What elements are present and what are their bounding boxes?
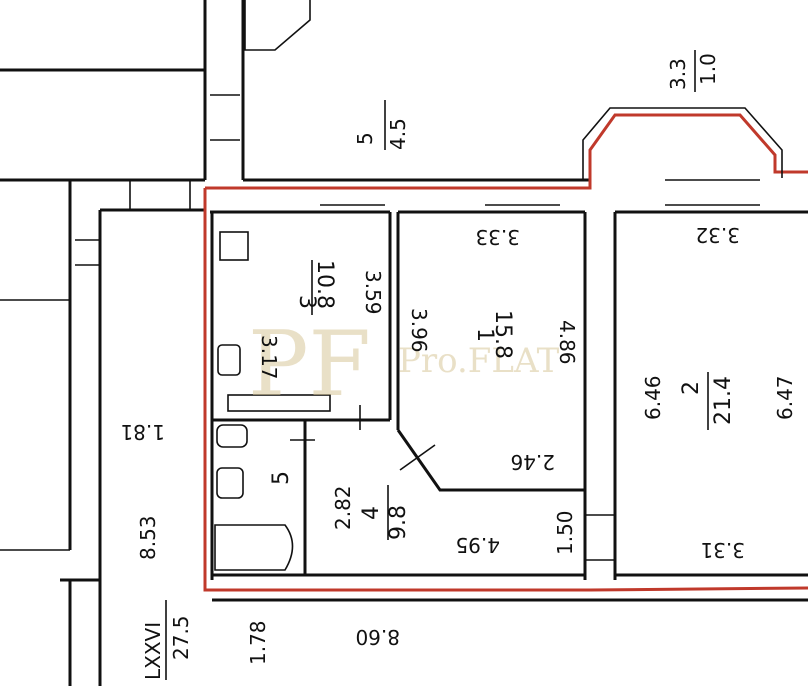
dim-r1-h2: 4.86 <box>555 320 579 365</box>
room-1-area: 15.8 <box>490 310 515 359</box>
dim-r1-h: 3.96 <box>407 308 431 353</box>
dim-top-b: 4.5 <box>386 118 410 150</box>
room-4-area: 9.8 <box>386 505 411 540</box>
dim-top-c: 3.3 <box>666 58 690 90</box>
dim-r4-side: 1.50 <box>553 510 577 555</box>
bathtub-icon <box>214 524 294 571</box>
room-3-area: 10.8 <box>312 260 337 309</box>
dim-r4-w: 4.95 <box>455 533 500 557</box>
bay-window-outline <box>582 107 783 180</box>
dim-r1-w: 2.46 <box>510 450 555 474</box>
dim-r2-w: 3.32 <box>695 223 740 247</box>
dim-bottom-area: 27.5 <box>169 615 193 660</box>
room-2-number: 2 <box>679 381 704 395</box>
dim-top-a: 5 <box>353 132 377 145</box>
dim-r3-w: 3.33 <box>475 225 520 249</box>
toilet-2-icon <box>216 467 244 499</box>
dim-r2-h2: 6.47 <box>773 375 797 420</box>
dim-r2-w2: 3.31 <box>700 538 745 562</box>
room-2-area: 21.4 <box>711 376 736 425</box>
room-4-number: 4 <box>359 506 384 520</box>
dim-r2-h: 6.46 <box>641 375 665 420</box>
fixtures <box>214 231 436 571</box>
dim-left-h: 8.53 <box>136 515 160 560</box>
dim-bottom-a: 1.78 <box>246 620 270 665</box>
radiator-icon <box>227 394 331 412</box>
dim-bottom-b: 8.60 <box>355 625 400 649</box>
dim-r3-h: 3.59 <box>361 270 385 315</box>
dim-top-d: 1.0 <box>696 53 720 85</box>
toilet-icon <box>217 344 241 376</box>
room-1-number: 1 <box>472 328 497 342</box>
stove-icon <box>219 231 249 261</box>
dim-r4-h: 2.82 <box>331 485 355 530</box>
room-5-number: 5 <box>269 471 294 485</box>
watermark-text: Pro.FLAT <box>398 341 560 381</box>
dim-left-w: 1.81 <box>120 420 165 444</box>
sink-icon <box>216 424 248 448</box>
dim-r3-d: 3.17 <box>257 335 281 380</box>
apartment-boundary <box>203 113 808 592</box>
dim-bottom-roman: LXXVI <box>141 622 165 680</box>
watermark-logo: PF <box>248 312 371 417</box>
